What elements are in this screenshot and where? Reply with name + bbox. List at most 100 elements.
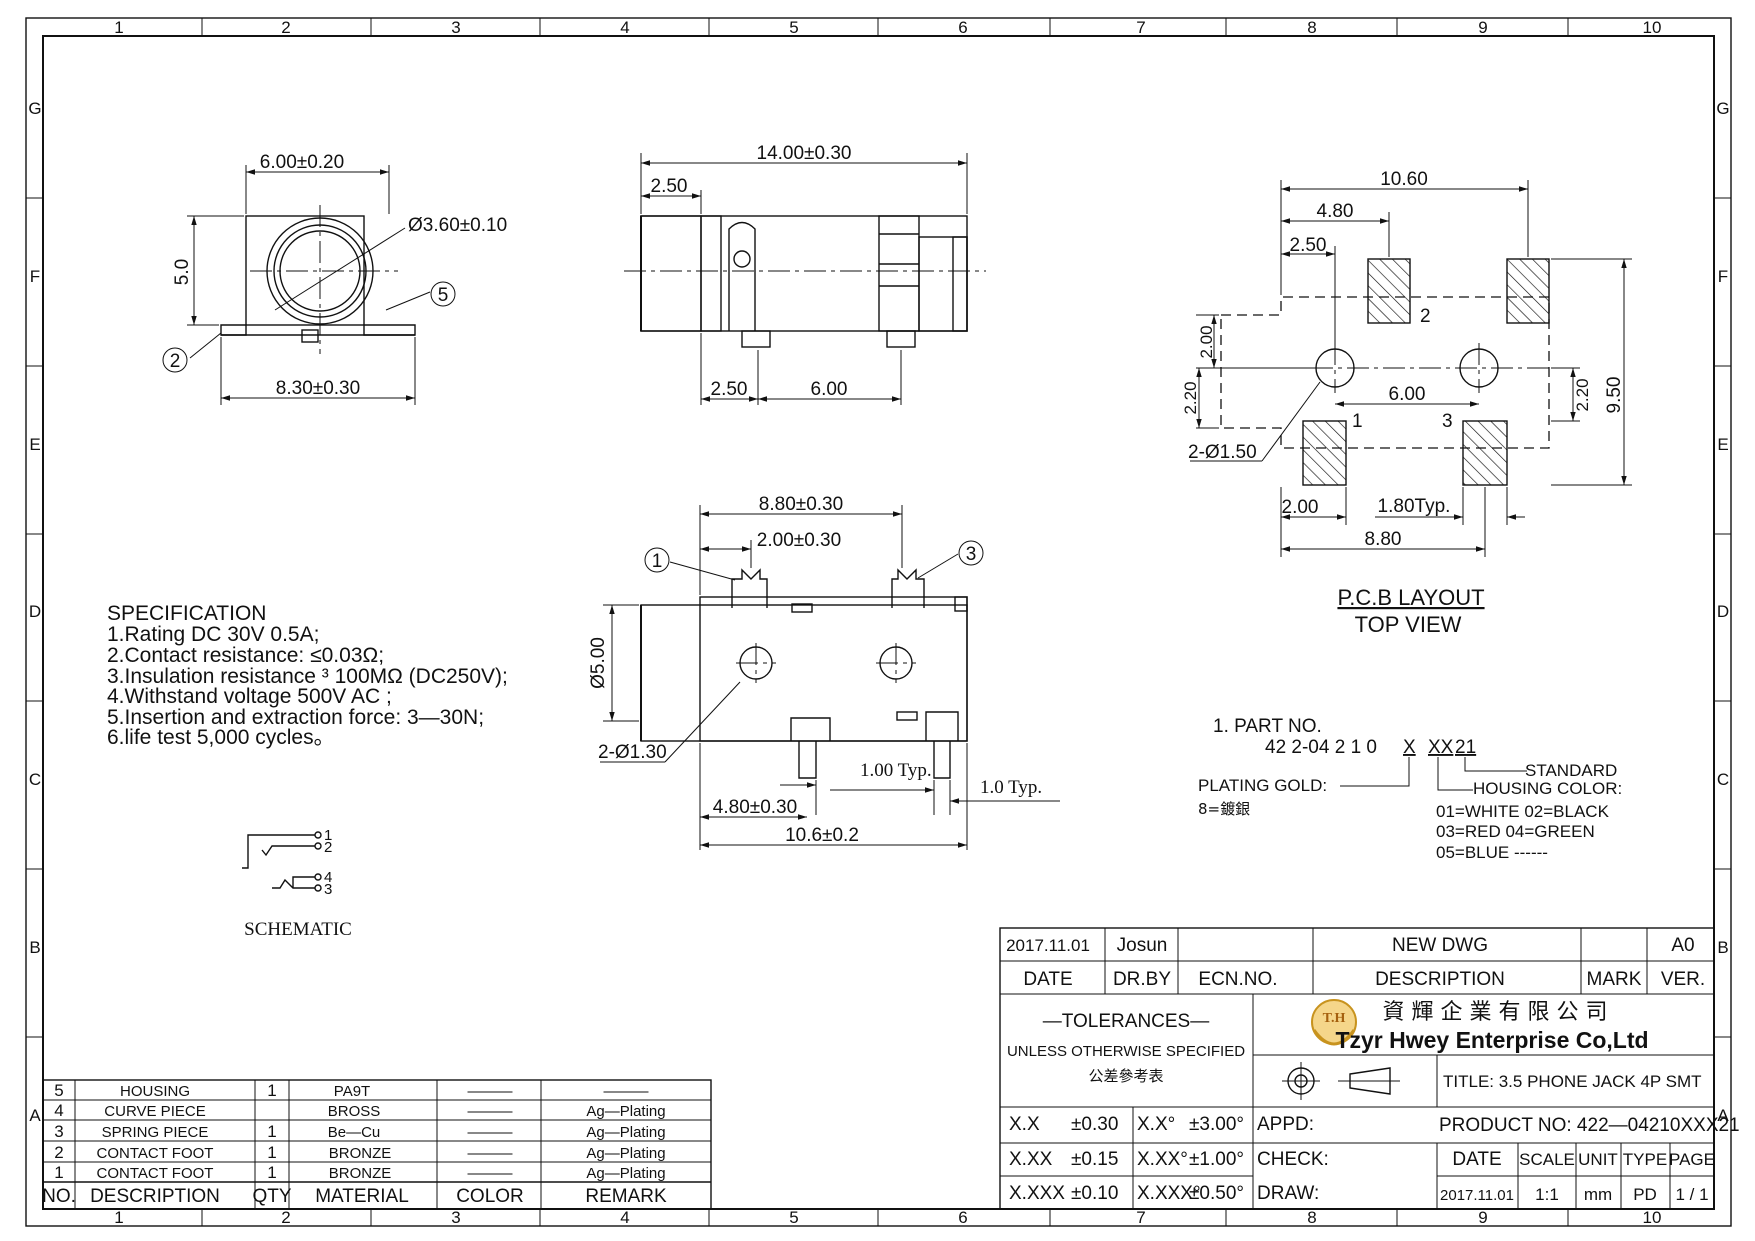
bom-desc: CONTACT FOOT (97, 1145, 214, 1162)
spec-line: 2.Contact resistance: ≤0.03Ω; (107, 644, 384, 667)
tol-row: X.XXX ±0.10 X.XXX° ±0.50° DRAW: (1009, 1183, 1319, 1204)
plating-value: 8=鍍銀 (1198, 800, 1250, 818)
housing-label: HOUSING COLOR: (1473, 779, 1622, 798)
pad-1 (1302, 420, 1347, 486)
header-mark: MARK (1587, 969, 1642, 990)
bom-header-cell: DESCRIPTION (90, 1186, 220, 1207)
sign-label: APPD: (1257, 1114, 1314, 1135)
table-row: 3 SPRING PIECE 1 Be—Cu ——— Ag—Plating (54, 1122, 665, 1141)
bom-desc: CURVE PIECE (104, 1103, 205, 1120)
company-logo: T.H (1311, 999, 1357, 1046)
row-labels-left: G F E D C B A (28, 99, 41, 1125)
value-unit: mm (1584, 1185, 1612, 1204)
spec-title: SPECIFICATION (107, 602, 266, 625)
sign-label: DRAW: (1257, 1183, 1319, 1204)
bom-color: ——— (468, 1083, 513, 1100)
bom-remark: ——— (604, 1083, 649, 1100)
tol-format: X.XXX (1009, 1183, 1065, 1204)
row-labels-right: G F E D C B A (1716, 99, 1729, 1125)
col-label: 5 (789, 1208, 798, 1227)
dim-pin-gap: 2.00±0.30 (757, 530, 841, 551)
drawing-title: TITLE: 3.5 PHONE JACK 4P SMT (1443, 1072, 1702, 1091)
spec-line: 4.Withstand voltage 500V AC ; (107, 685, 392, 708)
bom-material: PA9T (334, 1083, 370, 1100)
column-labels-bottom: 1 2 3 4 5 6 7 8 9 10 (114, 1208, 1661, 1227)
col-label: 6 (958, 1208, 967, 1227)
bom-remark: Ag—Plating (586, 1103, 665, 1120)
part-code-21: 21 (1455, 737, 1476, 758)
part-code-xx: XX (1428, 737, 1454, 758)
header-desc: DESCRIPTION (1375, 969, 1505, 990)
col-label: 1 (114, 18, 123, 37)
dim-offset-bottom: 2.50 (711, 379, 748, 400)
tol-row: X.X ±0.30 X.X° ±3.00° APPD: (1009, 1114, 1314, 1135)
tol-angle-format: X.X° (1137, 1114, 1175, 1135)
bom-remark: Ag—Plating (586, 1124, 665, 1141)
balloon-label: 1 (652, 551, 663, 572)
col-label: 3 (451, 1208, 460, 1227)
spec-line: 6.life test 5,000 cycles。 (107, 726, 335, 749)
dim-typ1: 1.00 Typ. (860, 760, 932, 781)
row-label: F (30, 267, 40, 286)
dim-width-top: 6.00±0.20 (260, 152, 344, 173)
tol-format: X.X (1009, 1114, 1040, 1135)
bom-desc: CONTACT FOOT (97, 1165, 214, 1182)
column-labels-top: 1 2 3 4 5 6 7 8 9 10 (114, 18, 1661, 37)
bom-no: 1 (54, 1163, 63, 1182)
dim-height: 5.0 (172, 259, 193, 285)
schematic-label: SCHEMATIC (244, 919, 352, 940)
dim-width-bottom: 8.30±0.30 (276, 378, 360, 399)
tol-angle-value: ±1.00° (1189, 1149, 1244, 1170)
bom-header-cell: REMARK (585, 1186, 667, 1207)
bom-qty: 1 (267, 1122, 276, 1141)
spec-line: 3.Insulation resistance ³ 100MΩ (DC250V)… (107, 665, 508, 688)
col-label: 8 (1307, 18, 1316, 37)
bom-header: NO. DESCRIPTION QTY MATERIAL COLOR REMAR… (42, 1186, 667, 1207)
bom-header-cell: MATERIAL (315, 1186, 409, 1207)
field-type: TYPE (1623, 1150, 1667, 1169)
bom-remark: Ag—Plating (586, 1165, 665, 1182)
standard-label: STANDARD (1525, 761, 1617, 780)
dim-w-total: 10.60 (1380, 169, 1428, 190)
schematic-pin: 2 (324, 839, 332, 856)
specification: SPECIFICATION 1.Rating DC 30V 0.5A; 2.Co… (107, 602, 508, 749)
table-row: 2 CONTACT FOOT 1 BRONZE ——— Ag—Plating (54, 1143, 665, 1162)
pad-4 (1506, 258, 1550, 324)
col-label: 5 (789, 18, 798, 37)
spec-line: 5.Insertion and extraction force: 3—30N; (107, 706, 484, 729)
part-heading: 1. PART NO. (1213, 716, 1322, 737)
table-row: 1 CONTACT FOOT 1 BRONZE ——— Ag—Plating (54, 1163, 665, 1182)
part-code: 42 2-04 2 1 0 (1265, 737, 1377, 758)
dim-h-a: 2.00 (1197, 325, 1216, 358)
bom-material: BRONZE (329, 1145, 392, 1162)
bom-remark: Ag—Plating (586, 1145, 665, 1162)
bom-header-cell: COLOR (456, 1186, 524, 1207)
dim-w-mid: 4.80 (1317, 201, 1354, 222)
col-label: 9 (1478, 1208, 1487, 1227)
dim-typ: 1.80Typ. (1378, 496, 1451, 517)
row-label: B (29, 938, 40, 957)
col-label: 9 (1478, 18, 1487, 37)
value-scale: 1:1 (1535, 1185, 1559, 1204)
logo-text: T.H (1323, 1011, 1346, 1026)
row-label: C (29, 770, 41, 789)
header-ecn: ECN.NO. (1198, 969, 1277, 990)
col-label: 2 (281, 1208, 290, 1227)
bom-header-cell: QTY (252, 1186, 291, 1207)
schematic-pin: 3 (324, 881, 332, 898)
balloon (644, 547, 670, 573)
dim-bottom: 8.80 (1365, 529, 1402, 550)
dim-h-b: 2.20 (1181, 381, 1200, 414)
plating-label: PLATING GOLD: (1198, 776, 1327, 795)
bom-desc: HOUSING (120, 1083, 190, 1100)
dim-diameter: Ø5.00 (588, 637, 609, 689)
tol-row: X.XX ±0.15 X.XX° ±1.00° CHECK: (1009, 1149, 1329, 1170)
bom-material: Be—Cu (328, 1124, 381, 1141)
col-label: 10 (1643, 1208, 1662, 1227)
bom-table: NO. DESCRIPTION QTY MATERIAL COLOR REMAR… (42, 1079, 712, 1210)
bom-material: BRONZE (329, 1165, 392, 1182)
tol-title: —TOLERANCES— (1043, 1011, 1209, 1032)
dim-h-total: 9.50 (1604, 377, 1625, 414)
dim-h-right: 2.20 (1573, 378, 1592, 411)
